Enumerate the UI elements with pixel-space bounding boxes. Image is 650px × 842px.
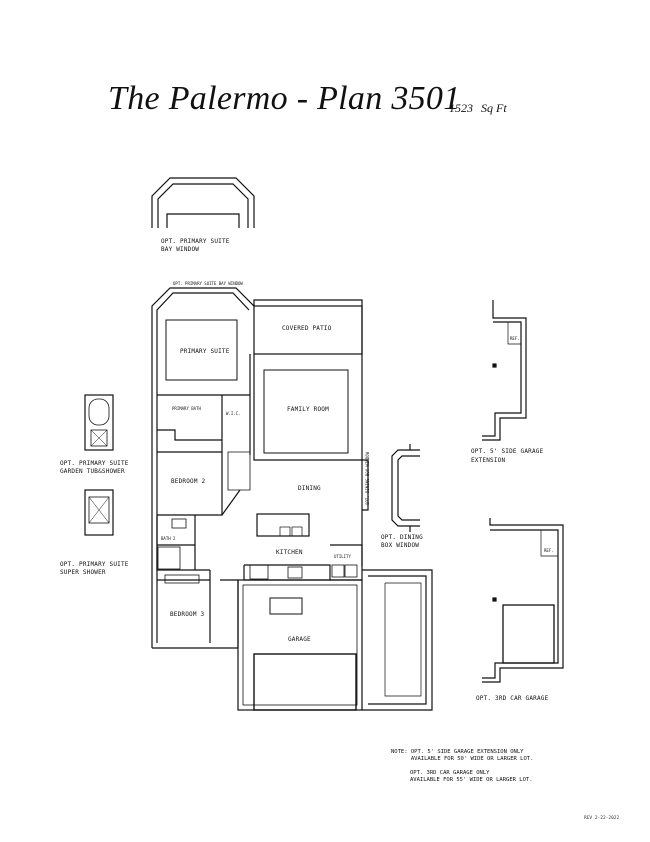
label-bay-small: OPT. PRIMARY SUITE BAY WINDOW [173, 281, 243, 286]
opt-bay-window-label-1: OPT. PRIMARY SUITE [161, 238, 230, 245]
opt-garden-tub-outline [84, 394, 114, 451]
kitchen-island [256, 513, 310, 537]
plan-title: The Palermo - Plan 3501 [108, 80, 461, 117]
opt-side-garage-label-1: OPT. 5' SIDE GARAGE [471, 448, 544, 455]
opt-dining-box-window-outline [391, 449, 420, 527]
label-dining: DINING [298, 485, 321, 492]
opt-super-shower-label-2: SUPER SHOWER [60, 569, 106, 576]
label-kitchen: KITCHEN [276, 549, 303, 556]
primary-suite-outline [165, 319, 238, 381]
house-outer-wall [151, 287, 363, 649]
opt-super-shower-outline [84, 489, 114, 536]
label-dining-side-small: OPT. DINING BOX WINDOW [365, 451, 370, 505]
label-wic: W.I.C. [226, 411, 240, 416]
note-side-garage: NOTE: OPT. 5' SIDE GARAGE EXTENSION ONLY… [391, 749, 534, 762]
opt-side-garage-extension-outline [482, 300, 527, 441]
opt-super-shower-label-1: OPT. PRIMARY SUITE [60, 561, 129, 568]
label-covered-patio: COVERED PATIO [282, 325, 332, 332]
label-bedroom-2: BEDROOM 2 [171, 478, 205, 485]
opt-dining-box-label-2: BOX WINDOW [381, 542, 419, 549]
note-third-car-garage: OPT. 3RD CAR GARAGE ONLY AVAILABLE FOR 5… [410, 770, 533, 783]
covered-patio-outline [253, 305, 363, 355]
label-primary-bath: PRIMARY BATH [172, 406, 201, 411]
side-extension-outline [362, 569, 433, 711]
opt-side-garage-label-2: EXTENSION [471, 457, 505, 464]
opt-garden-tub-label-1: OPT. PRIMARY SUITE [60, 460, 129, 467]
family-room-outline [263, 369, 349, 454]
square-footage: 1523 Sq Ft [449, 101, 507, 116]
label-side-garage-small: REF. [510, 336, 520, 341]
opt-bay-window-outline [151, 177, 255, 228]
opt-garden-tub-label-2: GARDEN TUB&SHOWER [60, 468, 125, 475]
sqft-unit: Sq Ft [481, 101, 507, 115]
opt-third-car-garage-label: OPT. 3RD CAR GARAGE [476, 695, 549, 702]
revision-date: REV 2-22-2022 [584, 816, 620, 821]
label-bath-2: BATH 2 [161, 536, 176, 541]
label-family-room: FAMILY ROOM [287, 406, 329, 413]
opt-bay-window-label-2: BAY WINDOW [161, 246, 199, 253]
label-primary-suite: PRIMARY SUITE [180, 348, 230, 355]
label-utility: UTILITY [334, 554, 351, 559]
opt-dining-box-label-1: OPT. DINING [381, 534, 423, 541]
label-garage: GARAGE [288, 636, 311, 643]
opt-third-car-garage-outline [482, 518, 564, 683]
label-bedroom-3: BEDROOM 3 [170, 611, 204, 618]
garage-outline [237, 579, 363, 711]
third-car-garage-door [502, 604, 555, 664]
garage-door [253, 653, 357, 711]
sqft-value: 1523 [449, 101, 473, 115]
label-third-garage-small: REF. [544, 548, 554, 553]
